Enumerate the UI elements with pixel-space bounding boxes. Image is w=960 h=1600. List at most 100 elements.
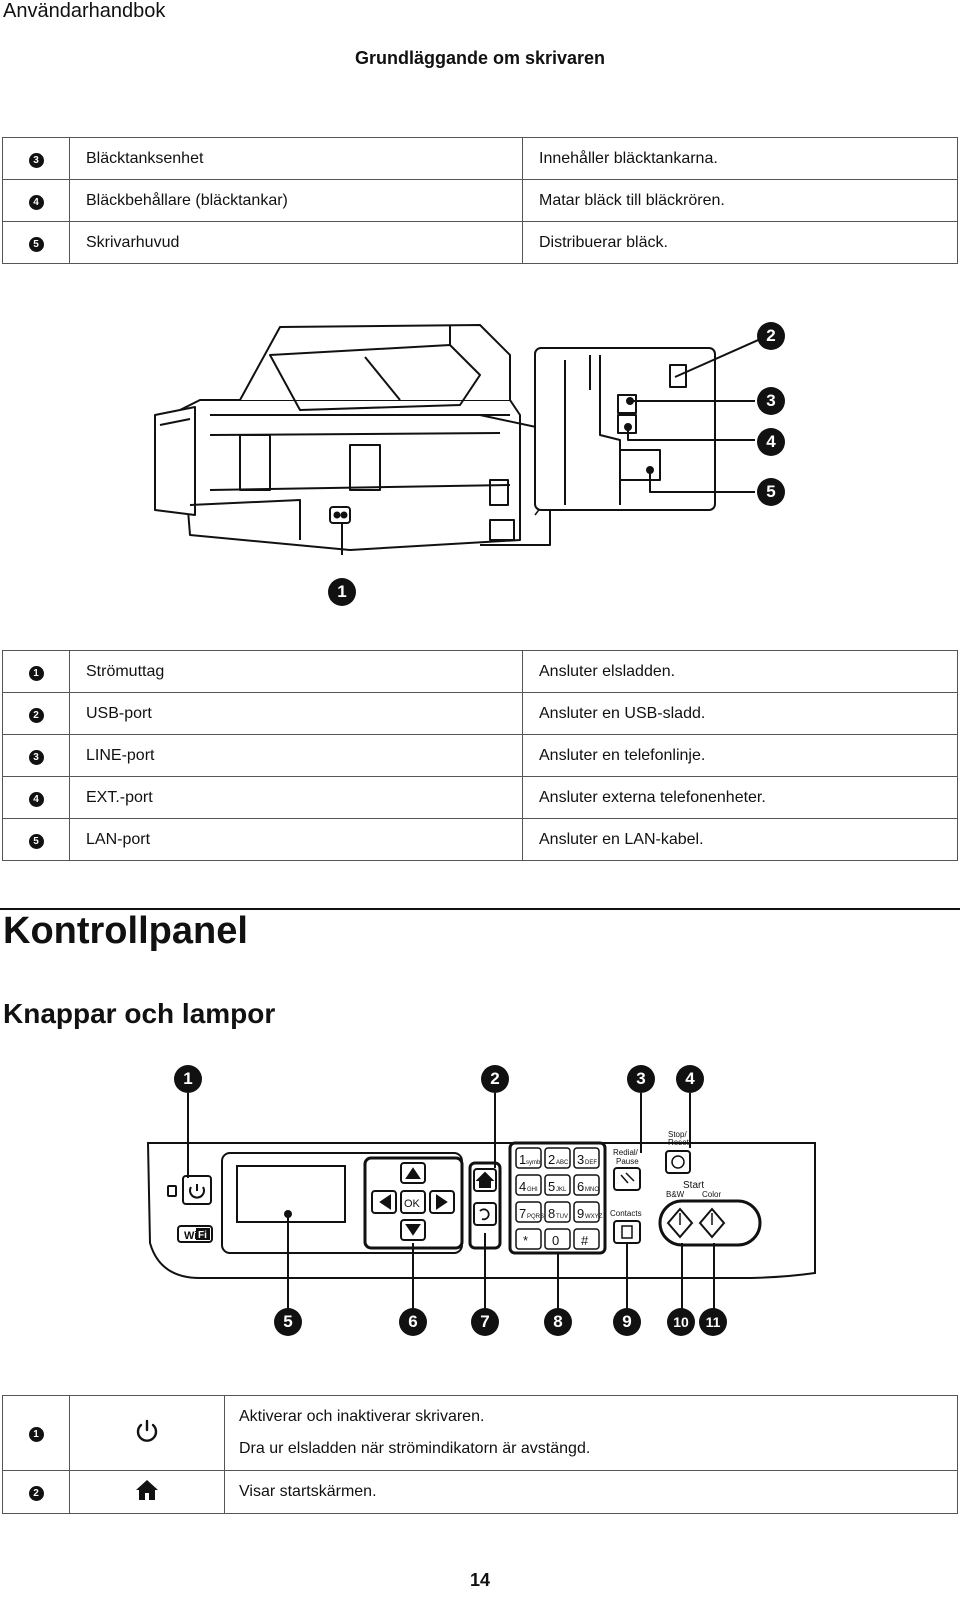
key-letters: symb	[526, 1160, 541, 1166]
button-description-line: Aktiverar och inaktiverar skrivaren.	[239, 1408, 485, 1425]
running-header: Användarhandbok	[3, 0, 166, 22]
number-badge: 4	[28, 791, 44, 807]
key-digit: 2	[548, 1152, 555, 1167]
callout-marker: 1	[328, 578, 356, 606]
port-description: Ansluter en LAN-kabel.	[522, 818, 958, 861]
number-badge: 3	[28, 749, 44, 765]
key-letters: MNO	[585, 1187, 599, 1193]
color-label: Color	[702, 1190, 721, 1199]
port-name: USB-port	[69, 692, 523, 735]
port-description: Ansluter en telefonlinje.	[522, 734, 958, 777]
part-name: Bläcktanksenhet	[69, 137, 523, 180]
key-letters: JKL	[556, 1187, 567, 1193]
table-row: 5 LAN-port Ansluter en LAN-kabel.	[2, 818, 958, 861]
part-name: Bläckbehållare (bläcktankar)	[69, 179, 523, 222]
callout-marker: 6	[399, 1308, 427, 1336]
callout-marker: 1	[174, 1065, 202, 1093]
buttons-table: 1 Aktiverar och inaktiverar skrivaren. D…	[2, 1395, 958, 1514]
ports-table: 1 Strömuttag Ansluter elsladden. 2 USB-p…	[2, 650, 958, 861]
key-digit: 8	[548, 1206, 555, 1221]
key-digit: 6	[577, 1179, 584, 1194]
key-letters: DEF	[585, 1160, 597, 1166]
key-letters: WXYZ	[585, 1214, 603, 1220]
wifi-label-fi: Fi	[198, 1230, 207, 1241]
callout-marker: 10	[667, 1308, 695, 1336]
key-digit: 7	[519, 1206, 526, 1221]
key-digit: 0	[552, 1233, 559, 1248]
stop-label: Stop/	[668, 1130, 687, 1139]
number-badge: 4	[28, 194, 44, 210]
callout-marker: 8	[544, 1308, 572, 1336]
callout-marker: 5	[274, 1308, 302, 1336]
port-description: Ansluter elsladden.	[522, 650, 958, 693]
number-badge: 3	[28, 152, 44, 168]
table-row: 3 LINE-port Ansluter en telefonlinje.	[2, 734, 958, 777]
part-description: Innehåller bläcktankarna.	[522, 137, 958, 180]
callout-marker: 9	[613, 1308, 641, 1336]
key-letters: ABC	[556, 1160, 569, 1166]
callout-marker: 2	[757, 322, 785, 350]
part-name: Skrivarhuvud	[69, 221, 523, 264]
key-letters: PQRS	[527, 1214, 544, 1220]
port-name: EXT.-port	[69, 776, 523, 819]
printer-rear-illustration	[154, 324, 766, 555]
section-heading: Knappar och lampor	[3, 998, 276, 1029]
reset-label: Reset	[668, 1138, 690, 1147]
key-digit: 9	[577, 1206, 584, 1221]
table-row: 4 EXT.-port Ansluter externa telefonenhe…	[2, 776, 958, 819]
table-row: 4 Bläckbehållare (bläcktankar) Matar blä…	[2, 179, 958, 222]
contacts-label: Contacts	[610, 1209, 642, 1218]
pause-label: Pause	[616, 1157, 639, 1166]
callout-marker: 2	[481, 1065, 509, 1093]
number-badge: 1	[28, 665, 44, 681]
table-row: 2 Visar startskärmen.	[2, 1470, 958, 1514]
key-digit: *	[523, 1233, 528, 1248]
button-description-line: Dra ur elsladden när strömindikatorn är …	[239, 1440, 591, 1457]
start-label: Start	[683, 1180, 704, 1191]
callout-marker: 7	[471, 1308, 499, 1336]
table-row: 1 Aktiverar och inaktiverar skrivaren. D…	[2, 1395, 958, 1471]
chapter-heading: Kontrollpanel	[3, 910, 248, 952]
port-name: LINE-port	[69, 734, 523, 777]
redial-label: Redial/	[613, 1148, 639, 1157]
power-icon	[136, 1419, 158, 1442]
page-number: 14	[469, 1570, 491, 1590]
port-name: Strömuttag	[69, 650, 523, 693]
control-panel-illustration: Wi Fi OK 1 symb 2 ABC 3 DEF 4 GHI 5 JKL …	[146, 1093, 816, 1323]
key-digit: #	[581, 1233, 589, 1248]
key-letters: GHI	[527, 1187, 538, 1193]
table-row: 3 Bläcktanksenhet Innehåller bläcktankar…	[2, 137, 958, 180]
number-badge: 1	[28, 1427, 44, 1442]
callout-marker: 5	[757, 478, 785, 506]
bw-label: B&W	[666, 1190, 685, 1199]
section-rule	[0, 908, 960, 910]
number-badge: 5	[28, 236, 44, 252]
callout-marker: 4	[757, 428, 785, 456]
port-description: Ansluter en USB-sladd.	[522, 692, 958, 735]
callout-marker: 11	[699, 1308, 727, 1336]
number-badge: 5	[28, 833, 44, 849]
key-digit: 5	[548, 1179, 555, 1194]
ok-button-label: OK	[404, 1198, 421, 1210]
home-icon	[136, 1479, 158, 1500]
key-digit: 4	[519, 1179, 526, 1194]
button-description-line: Visar startskärmen.	[239, 1483, 377, 1500]
table-row: 5 Skrivarhuvud Distribuerar bläck.	[2, 221, 958, 264]
table-row: 1 Strömuttag Ansluter elsladden.	[2, 650, 958, 693]
part-description: Matar bläck till bläckrören.	[522, 179, 958, 222]
callout-marker: 4	[676, 1065, 704, 1093]
section-title: Grundläggande om skrivaren	[354, 48, 606, 68]
table-row: 2 USB-port Ansluter en USB-sladd.	[2, 692, 958, 735]
key-digit: 3	[577, 1152, 584, 1167]
parts-table-1: 3 Bläcktanksenhet Innehåller bläcktankar…	[2, 137, 958, 264]
keypad-grid	[515, 1147, 600, 1250]
part-description: Distribuerar bläck.	[522, 221, 958, 264]
number-badge: 2	[28, 1486, 44, 1501]
key-digit: 1	[519, 1152, 526, 1167]
port-description: Ansluter externa telefonenheter.	[522, 776, 958, 819]
key-letters: TUV	[556, 1214, 568, 1220]
wifi-label-wi: Wi	[184, 1230, 197, 1242]
port-name: LAN-port	[69, 818, 523, 861]
callout-marker: 3	[757, 387, 785, 415]
callout-marker: 3	[627, 1065, 655, 1093]
